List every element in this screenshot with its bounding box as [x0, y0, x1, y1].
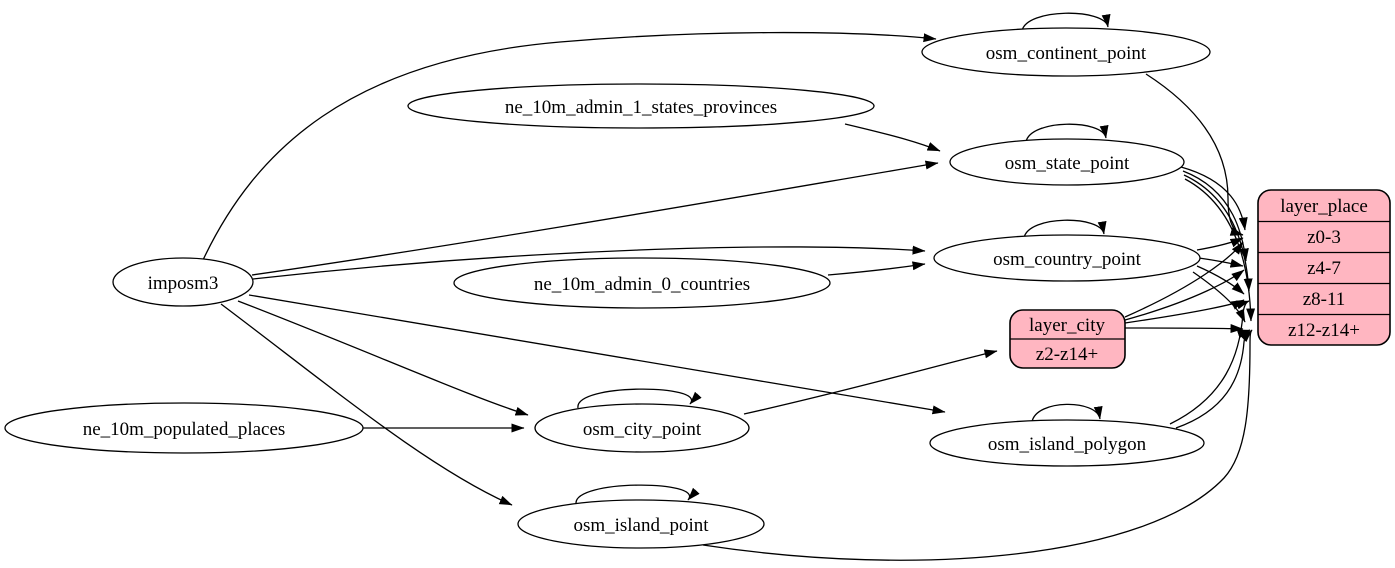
node-osm-continent-point: osm_continent_point [921, 27, 1211, 77]
edge-osm-island-polygon-to-layer-place-z12-z14 [1175, 329, 1251, 429]
node-osm-island-point-shape [517, 499, 765, 549]
edge-osm-state-point-to-layer-place-z8-11 [1183, 174, 1253, 292]
edge-imposm3-to-osm-continent-point [202, 31, 937, 261]
self-loop-osm-city-point [577, 388, 702, 409]
record-layer-place-row-z12-z14: z12-z14+ [1288, 320, 1360, 341]
node-osm-country-point-label: osm_country_point [993, 249, 1141, 270]
node-osm-city-point: osm_city_point [534, 403, 750, 453]
node-imposm3-shape [112, 257, 254, 307]
node-osm-state-point-label: osm_state_point [1005, 153, 1130, 174]
node-ne-10m-populated-places: ne_10m_populated_places [4, 402, 364, 454]
node-osm-island-polygon-label: osm_island_polygon [988, 434, 1147, 455]
edge-ne-10m-admin-0-countries-to-osm-country-point [827, 261, 926, 276]
edge-osm-state-point-to-layer-place-z0-3 [1180, 166, 1248, 231]
edge-osm-island-point-to-layer-place-z12-z14 [702, 329, 1253, 561]
edge-imposm3-to-osm-state-point [251, 160, 939, 276]
record-layer-place: layer_place z0-3 z4-7 z8-11 z12-z14+ [1257, 189, 1391, 346]
node-ne-10m-admin-1-states-provinces-shape [407, 83, 875, 129]
self-loop-osm-island-point [575, 484, 700, 505]
node-ne-10m-admin-1-states-provinces: ne_10m_admin_1_states_provinces [407, 83, 875, 129]
self-loop-osm-island-polygon [1031, 403, 1103, 423]
node-osm-continent-point-label: osm_continent_point [986, 43, 1147, 64]
node-osm-country-point-shape [933, 234, 1201, 282]
node-osm-city-point-shape [534, 403, 750, 453]
node-imposm3: imposm3 [112, 257, 254, 307]
record-layer-place-row-z4-7: z4-7 [1307, 258, 1341, 279]
record-layer-city: layer_city z2-z14+ [1009, 309, 1126, 369]
self-loop-osm-country-point [1023, 219, 1107, 239]
node-ne-10m-admin-1-states-provinces-label: ne_10m_admin_1_states_provinces [505, 97, 777, 118]
self-loop-osm-state-point [1025, 123, 1109, 143]
edge-layer-city-to-layer-place-z0-3 [1124, 241, 1244, 318]
node-osm-continent-point-shape [921, 27, 1211, 77]
node-osm-island-polygon-shape [929, 419, 1205, 467]
record-layer-city-title: layer_city [1029, 315, 1105, 336]
record-layer-place-row-z0-3: z0-3 [1307, 227, 1341, 248]
edge-osm-country-point-to-layer-place-z12-z14 [1192, 271, 1246, 323]
edge-osm-city-point-to-layer-city [743, 349, 998, 415]
node-ne-10m-admin-0-countries-shape [453, 257, 831, 309]
record-layer-place-box [1257, 189, 1391, 346]
edge-layer-city-to-layer-place-z8-11 [1124, 299, 1245, 324]
edge-osm-country-point-to-layer-place-z4-7 [1198, 257, 1244, 268]
record-layer-city-row-z2-z14: z2-z14+ [1036, 344, 1098, 365]
record-layer-place-title: layer_place [1280, 196, 1368, 217]
edge-imposm3-to-osm-country-point [252, 245, 926, 280]
edge-osm-country-point-to-layer-place-z0-3 [1196, 237, 1244, 251]
edge-osm-state-point-to-layer-place-z4-7 [1182, 170, 1249, 262]
edge-imposm3-to-osm-city-point [237, 300, 529, 416]
node-ne-10m-populated-places-label: ne_10m_populated_places [83, 419, 286, 440]
node-osm-island-point-label: osm_island_point [573, 515, 709, 536]
edge-layer-city-to-layer-place-z12-z14 [1124, 324, 1244, 333]
node-ne-10m-admin-0-countries: ne_10m_admin_0_countries [453, 257, 831, 309]
edge-osm-island-polygon-to-layer-place-z8-11 [1169, 300, 1250, 425]
edge-osm-continent-point-to-layer-place-z0-3 [1145, 73, 1244, 236]
edge-ne-10m-admin-1-states-provinces-to-osm-state-point [844, 123, 941, 152]
node-osm-island-point: osm_island_point [517, 499, 765, 549]
node-osm-city-point-label: osm_city_point [583, 419, 702, 440]
edge-imposm3-to-osm-island-point [220, 303, 513, 506]
node-imposm3-label: imposm3 [148, 273, 219, 294]
self-loop-osm-continent-point [1021, 12, 1111, 32]
node-osm-island-polygon: osm_island_polygon [929, 419, 1205, 467]
node-ne-10m-admin-0-countries-label: ne_10m_admin_0_countries [534, 274, 750, 295]
node-osm-country-point: osm_country_point [933, 234, 1201, 282]
record-layer-place-row-z8-11: z8-11 [1303, 289, 1346, 310]
node-osm-state-point: osm_state_point [949, 138, 1185, 186]
node-ne-10m-populated-places-shape [4, 402, 364, 454]
edge-layer-city-to-layer-place-z4-7 [1124, 269, 1245, 321]
node-osm-state-point-shape [949, 138, 1185, 186]
